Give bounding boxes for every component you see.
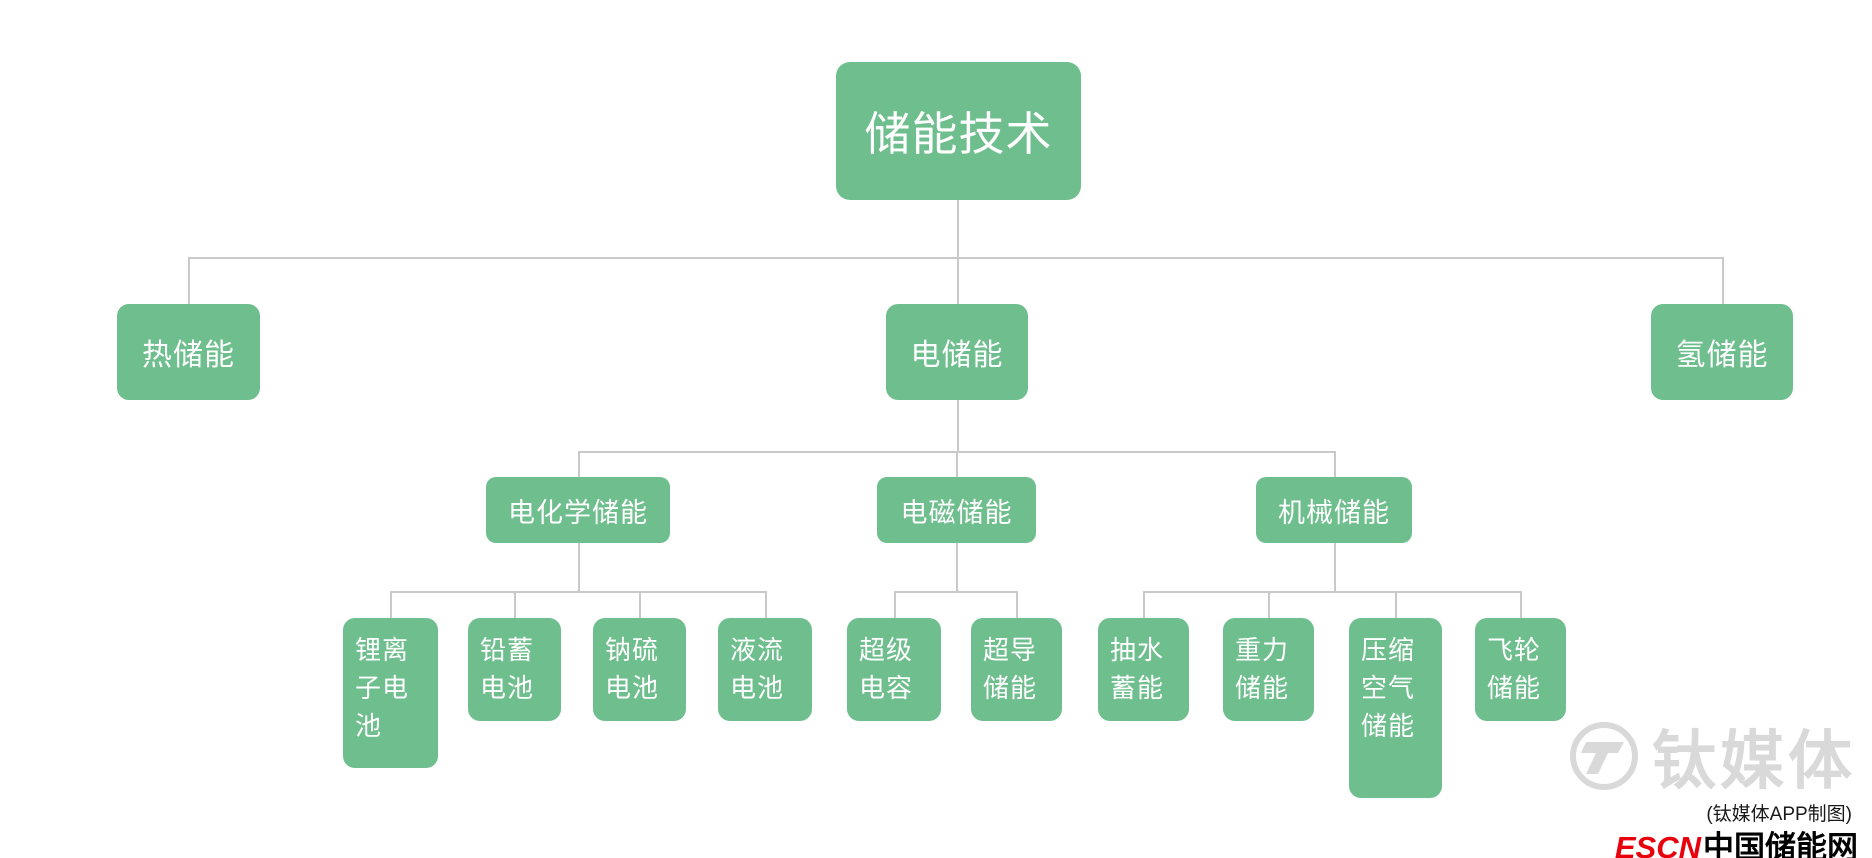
node-hydrogen-storage: 氢储能 xyxy=(1651,304,1793,400)
connector-line xyxy=(188,257,1723,259)
connector-line xyxy=(1143,591,1521,593)
connector-line xyxy=(957,257,959,304)
connector-line xyxy=(390,591,766,593)
connector-line xyxy=(390,591,392,618)
node-supercapacitor: 超级电容 xyxy=(847,618,941,721)
connector-line xyxy=(578,543,580,591)
tmtpost-logo-icon xyxy=(1568,720,1640,792)
connector-line xyxy=(1520,591,1522,618)
node-energy-storage-technology: 储能技术 xyxy=(836,62,1081,200)
node-pumped-hydro-storage: 抽水蓄能 xyxy=(1098,618,1189,721)
connector-line xyxy=(188,257,190,304)
escn-logo-black-text: 中国储能网 xyxy=(1703,830,1858,858)
connector-line xyxy=(1143,591,1145,618)
chart-credit-text: (钛媒体APP制图) xyxy=(1706,804,1852,825)
node-gravity-storage: 重力储能 xyxy=(1223,618,1314,721)
escn-logo: ESCN中国储能网 xyxy=(1615,822,1858,858)
connector-line xyxy=(894,591,896,618)
connector-line xyxy=(1268,591,1270,618)
connector-line xyxy=(765,591,767,618)
connector-line xyxy=(1395,591,1397,618)
node-electromagnetic-storage: 电磁储能 xyxy=(877,477,1036,543)
connector-line xyxy=(578,451,580,477)
node-lead-acid-battery: 铅蓄电池 xyxy=(468,618,561,721)
node-mechanical-storage: 机械储能 xyxy=(1256,477,1412,543)
node-compressed-air-storage: 压缩空气储能 xyxy=(1349,618,1442,798)
connector-line xyxy=(1722,257,1724,304)
node-sodium-sulfur-battery: 钠硫电池 xyxy=(593,618,686,721)
connector-line xyxy=(894,591,1017,593)
connector-line xyxy=(1334,543,1336,591)
tmtpost-watermark: 钛媒体 xyxy=(1568,710,1856,802)
node-electrochemical-storage: 电化学储能 xyxy=(486,477,670,543)
node-thermal-storage: 热储能 xyxy=(117,304,260,400)
connector-line xyxy=(639,591,641,618)
escn-logo-red-text: ESCN xyxy=(1614,830,1701,858)
node-flywheel-storage: 飞轮储能 xyxy=(1475,618,1566,721)
node-electrical-storage: 电储能 xyxy=(886,304,1028,400)
connector-line xyxy=(1016,591,1018,618)
tmtpost-watermark-text: 钛媒体 xyxy=(1652,725,1856,797)
connector-line xyxy=(956,451,958,477)
node-flow-battery: 液流电池 xyxy=(718,618,812,721)
connector-line xyxy=(957,400,959,451)
node-superconducting-storage: 超导储能 xyxy=(971,618,1062,721)
connector-line xyxy=(1334,451,1336,477)
connector-line xyxy=(956,543,958,591)
connector-line xyxy=(957,200,959,257)
connector-line xyxy=(514,591,516,618)
node-lithium-ion-battery: 锂离子电池 xyxy=(343,618,438,768)
